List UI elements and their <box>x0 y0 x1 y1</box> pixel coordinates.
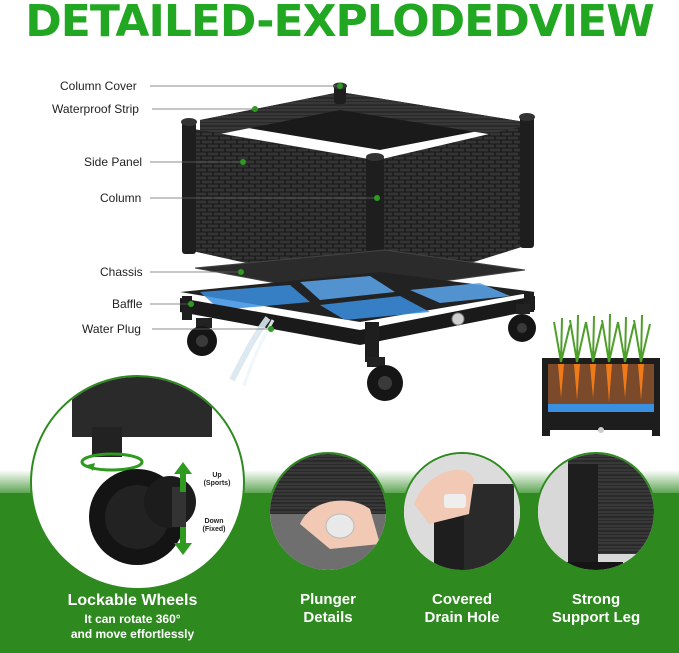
feature-lockable-wheels-sub-2: and move effortlessly <box>70 627 195 641</box>
callout-column-cover: Column Cover <box>60 79 137 93</box>
down-text: Down <box>204 518 224 525</box>
up-sub-text: (Sports) <box>203 480 231 487</box>
callout-water-plug: Water Plug <box>82 322 141 336</box>
plunger-detail-circle <box>268 452 388 572</box>
drain-hole-circle <box>402 452 522 572</box>
feature-lockable-wheels-title: Lockable Wheels <box>67 592 198 609</box>
callout-side-panel: Side Panel <box>84 155 143 169</box>
feature-plunger-title-2: Details <box>303 609 353 626</box>
page-title: DETAILED-EXPLODEDVIEW <box>25 0 655 47</box>
feature-drain-title-2: Drain Hole <box>424 609 500 626</box>
up-text: Up <box>212 472 222 479</box>
callout-chassis: Chassis <box>100 265 143 279</box>
feature-support-title-2: Support Leg <box>551 609 641 626</box>
feature-plunger-title-1: Plunger <box>300 591 356 608</box>
callout-waterproof-strip: Waterproof Strip <box>52 102 139 116</box>
support-leg-circle <box>536 452 656 572</box>
callout-baffle: Baffle <box>112 297 143 311</box>
feature-support-title-1: Strong <box>571 591 621 608</box>
callout-column: Column <box>100 191 142 205</box>
wheel-detail-circle <box>30 375 245 590</box>
down-sub-text: (Fixed) <box>202 526 226 533</box>
feature-drain-title-1: Covered <box>431 591 493 608</box>
feature-lockable-wheels-sub-1: It can rotate 360° <box>84 612 181 626</box>
carrot-planter-inset <box>542 313 660 436</box>
down-label: Down (Fixed) <box>196 518 232 534</box>
up-label: Up (Sports) <box>200 472 234 488</box>
